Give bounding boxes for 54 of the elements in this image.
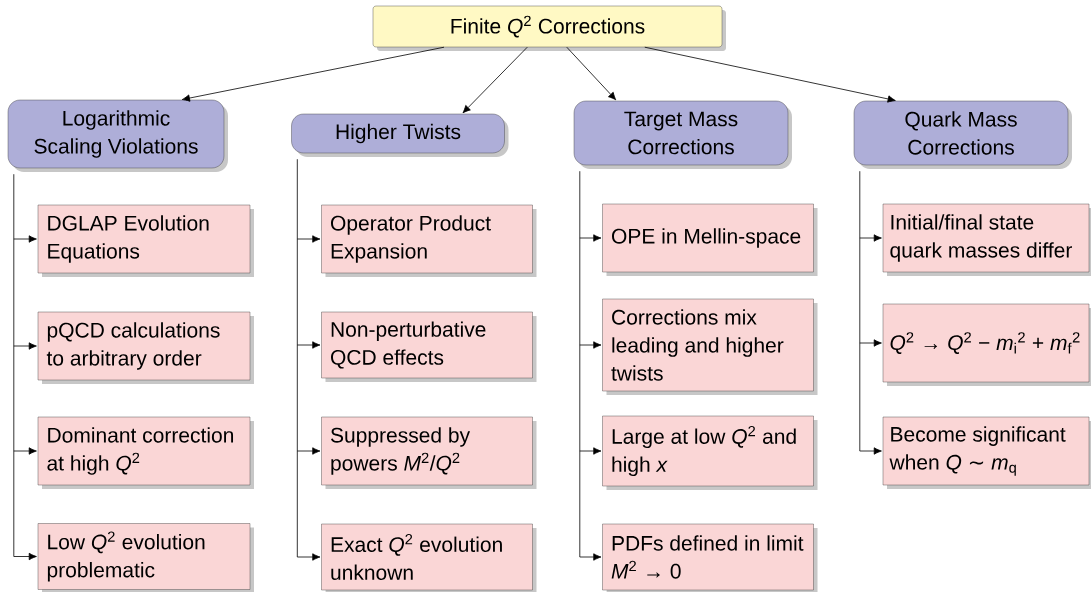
arrow xyxy=(296,235,321,243)
connector-line xyxy=(296,158,298,240)
title-box: Finite Q$^{2}$ Corrections xyxy=(372,5,726,51)
category-box: Target Mass Corrections xyxy=(573,100,792,169)
item-box: Corrections mix leading and higher twists xyxy=(602,298,818,395)
arrow xyxy=(859,339,882,347)
item-box: Operator Product Expansion xyxy=(321,204,537,277)
item-box: pQCD calculations to arbitrary order xyxy=(37,311,254,384)
item-box: Non-perturbative QCD effects xyxy=(321,311,537,382)
arrow xyxy=(579,447,602,455)
connector-line xyxy=(13,173,15,240)
connector-line xyxy=(296,344,298,452)
arrow xyxy=(566,46,617,101)
item-box: Initial/final state quark masses differ xyxy=(882,203,1091,276)
item-box: Q$^{2}$ → Q$^{2}$ − m$_{i}$$^{2}$ + m$_{f}$2 xyxy=(882,303,1091,386)
arrow xyxy=(462,46,528,114)
arrow xyxy=(13,342,37,350)
arrow xyxy=(644,46,896,103)
connector-line xyxy=(859,342,861,452)
connector-line xyxy=(296,238,298,346)
connector-line xyxy=(579,170,581,239)
arrow xyxy=(181,46,445,102)
connector-line xyxy=(13,450,15,557)
arrow xyxy=(859,447,882,455)
item-box: PDFs defined in limit M$^{2}$ → 0 xyxy=(602,523,818,592)
item-box: Exact Q$^{2}$ evolution unknown xyxy=(321,523,537,592)
category-box: Logarithmic Scaling Violations xyxy=(7,99,228,172)
arrow xyxy=(296,341,321,349)
item-box: Suppressed by powers M$^{2}$/Q$^{2}$ xyxy=(321,416,537,489)
connector-line xyxy=(13,238,15,347)
arrow xyxy=(13,447,37,455)
connector-line xyxy=(579,450,581,558)
arrow xyxy=(296,447,321,455)
arrow xyxy=(13,235,37,243)
connector-line xyxy=(579,237,581,346)
connector-line xyxy=(579,344,581,452)
item-box: Low Q$^{2}$ evolution problematic xyxy=(37,523,254,592)
connector-line xyxy=(296,450,298,558)
connector-line xyxy=(859,170,861,239)
arrow xyxy=(13,552,37,561)
connector-line xyxy=(859,237,861,344)
arrow xyxy=(579,234,602,242)
connector-line xyxy=(13,345,15,452)
arrow xyxy=(579,341,602,349)
item-box: Become significant when Q ∼ m$_{q}$ xyxy=(882,416,1091,489)
arrow xyxy=(296,553,321,561)
arrow xyxy=(859,234,882,242)
item-box: DGLAP Evolution Equations xyxy=(37,204,254,277)
item-box: Large at low Q$^{2}$ and high x xyxy=(602,415,818,490)
category-box: Quark Mass Corrections xyxy=(853,100,1072,169)
arrow xyxy=(579,553,602,561)
item-box: OPE in Mellin-space xyxy=(602,203,818,276)
category-box: Higher Twists xyxy=(291,113,509,157)
item-box: Dominant correction at high Q$^{2}$ xyxy=(37,416,254,489)
